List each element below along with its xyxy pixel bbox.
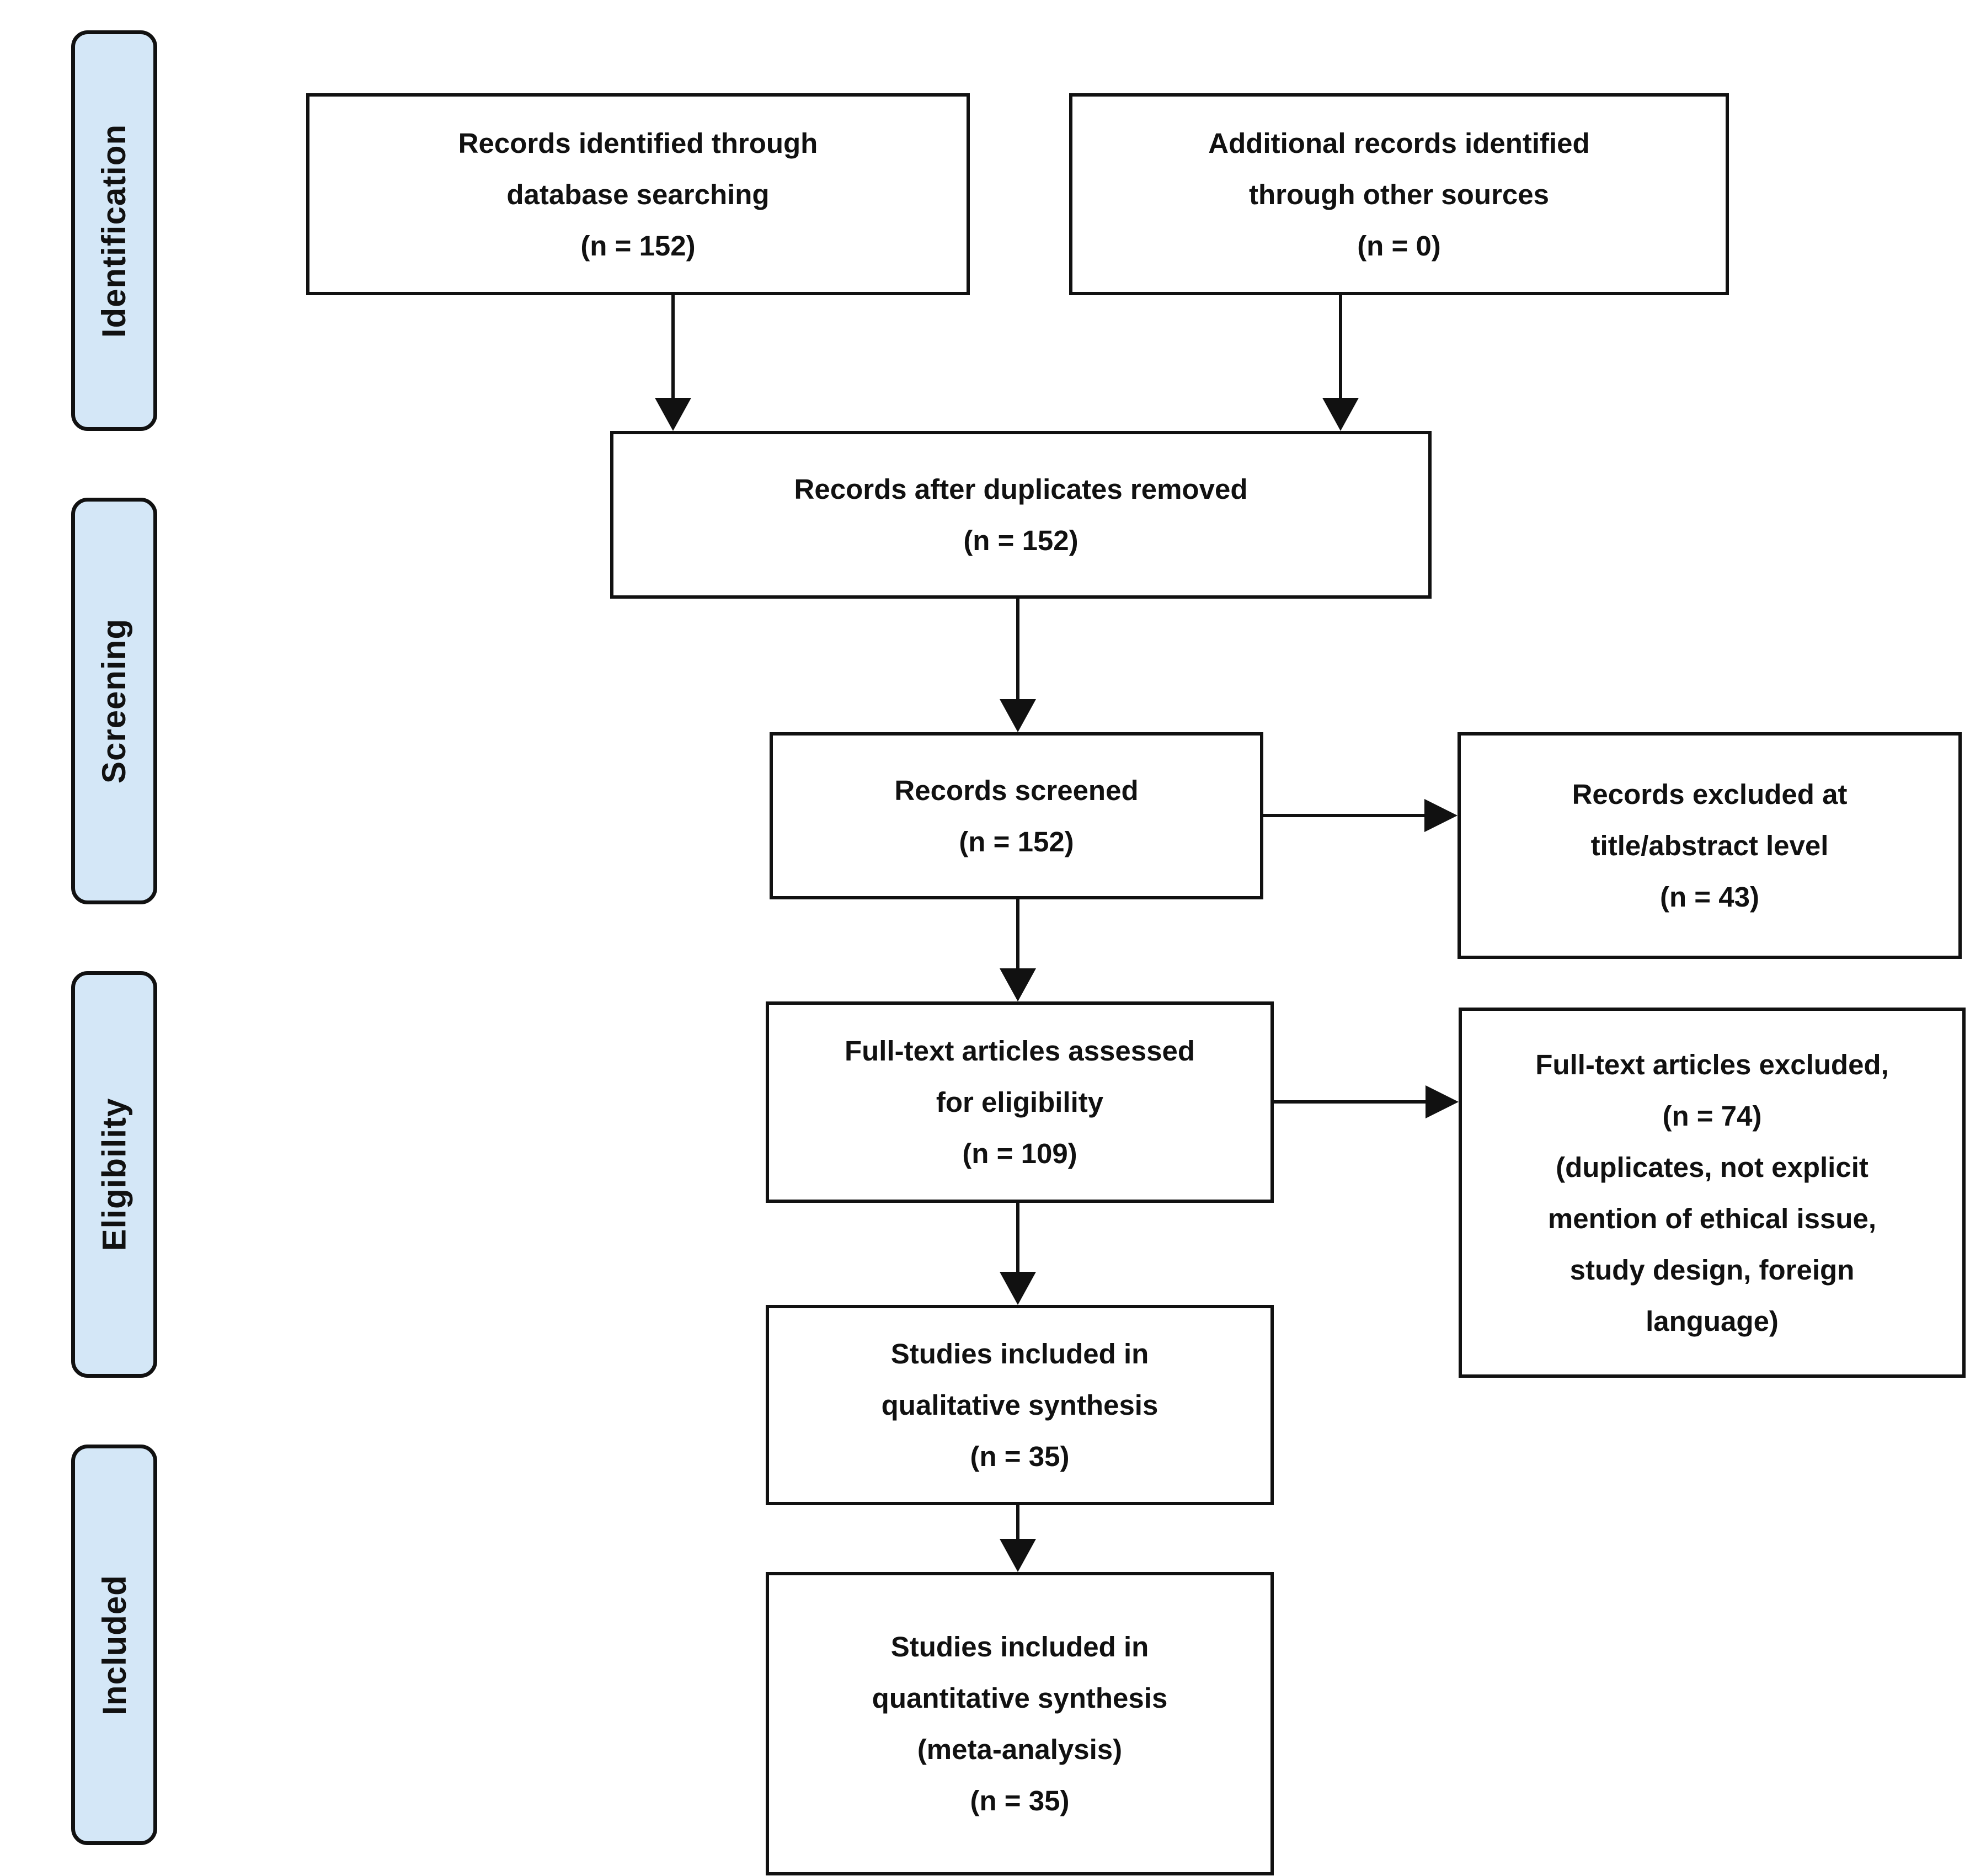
arrow-screened-to-excluded-head (1424, 799, 1458, 832)
box-records-identified: Records identified through database sear… (306, 93, 970, 295)
arrow-qualitative-to-quantitative-head (1000, 1539, 1036, 1572)
box-records-after-duplicates-text: Records after duplicates removed (n = 15… (794, 473, 1248, 556)
arrow-identified-to-dedup-line (671, 295, 675, 400)
box-records-screened-text: Records screened (n = 152) (894, 774, 1139, 857)
arrow-dedup-to-screened-line (1016, 599, 1019, 701)
box-records-excluded-text: Records excluded at title/abstract level… (1572, 779, 1848, 913)
box-quantitative-synthesis: Studies included in quantitative synthes… (766, 1572, 1274, 1875)
box-records-after-duplicates: Records after duplicates removed (n = 15… (610, 431, 1432, 599)
stage-eligibility: Eligibility (71, 971, 157, 1378)
arrow-qualitative-to-quantitative-line (1016, 1505, 1019, 1541)
stage-screening-label: Screening (95, 618, 133, 784)
box-qualitative-synthesis-text: Studies included in qualitative synthesi… (881, 1338, 1158, 1472)
arrow-identified-to-dedup-head (655, 398, 691, 431)
arrow-fulltext-to-excluded-head (1426, 1085, 1459, 1118)
arrow-screened-to-fulltext-line (1016, 899, 1019, 971)
box-fulltext-excluded: Full-text articles excluded, (n = 74) (d… (1459, 1008, 1966, 1378)
box-fulltext-excluded-text: Full-text articles excluded, (n = 74) (d… (1535, 1048, 1889, 1337)
stage-screening: Screening (71, 498, 157, 904)
stage-eligibility-label: Eligibility (95, 1097, 133, 1251)
arrow-screened-to-fulltext-head (1000, 968, 1036, 1001)
box-fulltext-assessed: Full-text articles assessed for eligibil… (766, 1001, 1274, 1203)
arrow-additional-to-dedup-head (1322, 398, 1359, 431)
box-additional-records-text: Additional records identified through ot… (1208, 127, 1590, 262)
arrow-fulltext-to-qualitative-line (1016, 1203, 1019, 1274)
stage-identification-label: Identification (95, 124, 133, 338)
stage-identification: Identification (71, 30, 157, 431)
arrow-screened-to-excluded-line (1263, 814, 1427, 817)
stage-included-label: Included (95, 1574, 133, 1715)
box-records-screened: Records screened (n = 152) (770, 732, 1263, 899)
box-qualitative-synthesis: Studies included in qualitative synthesi… (766, 1305, 1274, 1505)
box-fulltext-assessed-text: Full-text articles assessed for eligibil… (845, 1035, 1195, 1169)
arrow-fulltext-to-qualitative-head (1000, 1272, 1036, 1305)
box-records-identified-text: Records identified through database sear… (458, 127, 818, 262)
stage-included: Included (71, 1445, 157, 1845)
box-records-excluded: Records excluded at title/abstract level… (1458, 732, 1962, 959)
arrow-additional-to-dedup-line (1339, 295, 1342, 400)
box-quantitative-synthesis-text: Studies included in quantitative synthes… (872, 1631, 1168, 1816)
arrow-dedup-to-screened-head (1000, 699, 1036, 732)
arrow-fulltext-to-excluded-line (1274, 1100, 1428, 1104)
box-additional-records: Additional records identified through ot… (1069, 93, 1729, 295)
